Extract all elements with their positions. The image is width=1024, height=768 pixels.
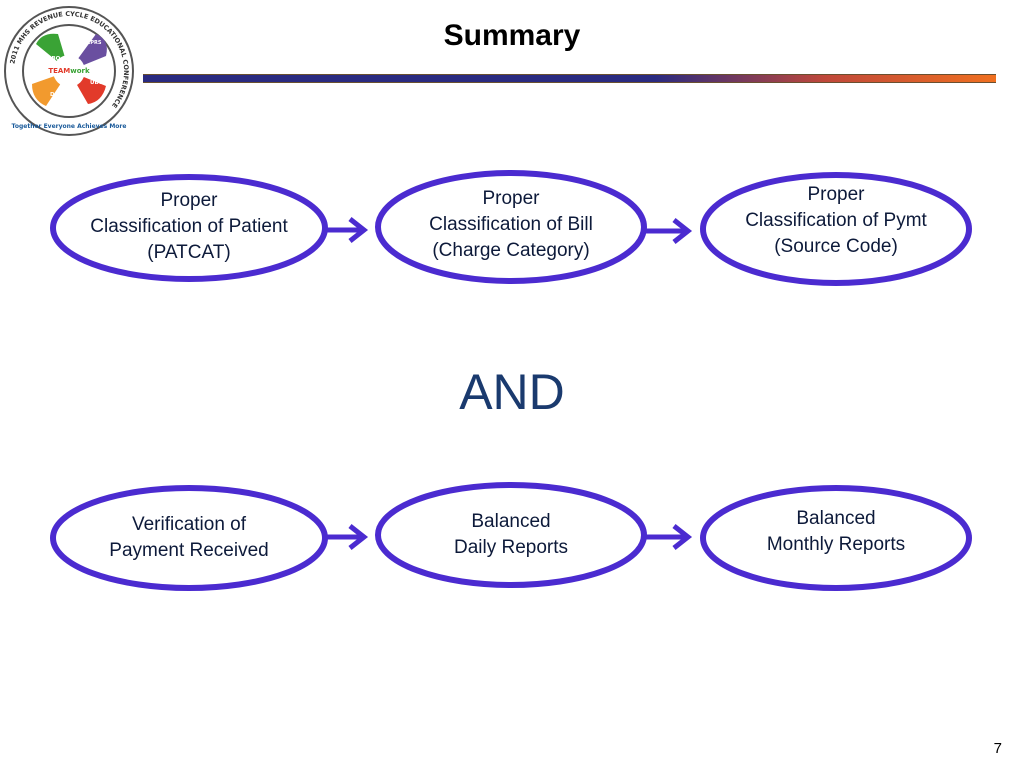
svg-text:Together Everyone Achieves Mor: Together Everyone Achieves More — [12, 123, 127, 130]
node-label-line: Payment Received — [109, 540, 269, 561]
node-label-line: Verification of — [131, 514, 247, 535]
node-label-line: Proper — [482, 188, 540, 209]
node-label-patcat: Proper Classification of Patient (PATCAT… — [69, 188, 309, 266]
node-label-charge-category: Proper Classification of Bill (Charge Ca… — [391, 186, 631, 264]
and-connector-text: AND — [459, 364, 565, 420]
arrow-row2-2 — [645, 524, 693, 550]
node-label-line: Proper — [160, 190, 218, 211]
node-label-line: (Source Code) — [774, 236, 898, 257]
node-source-code — [700, 172, 972, 286]
node-label-line: Balanced — [796, 508, 876, 529]
node-label-monthly-reports: Balanced Monthly Reports — [716, 506, 956, 558]
conference-logo: 2011 MHS REVENUE CYCLE EDUCATIONAL CONFE… — [2, 4, 136, 138]
node-label-verification: Verification of Payment Received — [69, 512, 309, 564]
svg-text:DQ: DQ — [50, 92, 60, 98]
arrow-row1-2 — [645, 218, 693, 244]
node-label-line: (PATCAT) — [147, 242, 231, 263]
node-label-line: Proper — [807, 184, 865, 205]
svg-text:MEPRS: MEPRS — [82, 40, 102, 46]
node-label-line: Classification of Patient — [90, 216, 288, 237]
node-label-line: (Charge Category) — [432, 240, 590, 261]
node-patcat — [50, 174, 328, 282]
node-label-line: Balanced — [471, 511, 551, 532]
node-label-line: Classification of Pymt — [745, 210, 927, 231]
page-number: 7 — [993, 740, 1002, 757]
svg-text:UBO: UBO — [47, 56, 61, 62]
arrow-row1-1 — [326, 217, 369, 243]
arrow-row2-1 — [326, 524, 369, 550]
node-label-line: Classification of Bill — [429, 214, 593, 235]
node-label-source-code: Proper Classification of Pymt (Source Co… — [716, 182, 956, 260]
slide-title: Summary — [443, 19, 581, 52]
node-verification — [50, 485, 328, 591]
svg-text:TEAMwork: TEAMwork — [48, 67, 90, 75]
title-divider — [143, 74, 996, 83]
node-label-line: Monthly Reports — [766, 534, 906, 555]
node-monthly-reports — [700, 485, 972, 591]
node-charge-category — [375, 170, 647, 284]
node-label-line: Daily Reports — [453, 537, 569, 558]
node-label-daily-reports: Balanced Daily Reports — [391, 509, 631, 561]
conference-seal-icon: 2011 MHS REVENUE CYCLE EDUCATIONAL CONFE… — [4, 6, 134, 136]
svg-text:UBU: UBU — [90, 80, 103, 86]
node-daily-reports — [375, 482, 647, 588]
